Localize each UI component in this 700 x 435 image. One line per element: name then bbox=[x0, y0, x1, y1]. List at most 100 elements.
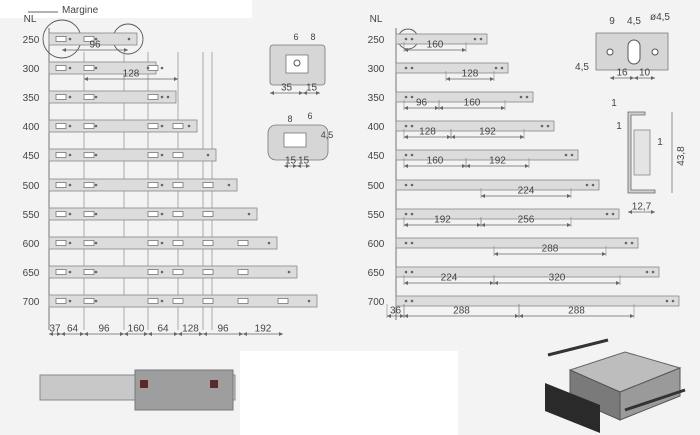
profile-dim-height: 43,8 bbox=[676, 146, 687, 166]
left-hole bbox=[160, 153, 164, 157]
right-hole bbox=[404, 124, 408, 128]
right-hole bbox=[410, 299, 414, 303]
left-hole bbox=[160, 241, 164, 245]
left-hole bbox=[94, 241, 98, 245]
hole-detail-dim-10-label: 10 bbox=[639, 68, 651, 79]
right-dim-9-0-label: 36 bbox=[390, 306, 402, 317]
left-end-hole bbox=[166, 95, 170, 99]
right-rail bbox=[395, 208, 620, 220]
hole-detail-dim: 4,5 bbox=[627, 16, 641, 27]
left-dim-bottom-0-arrows bbox=[49, 332, 61, 336]
left-slot bbox=[202, 298, 214, 304]
right-row-length: 550 bbox=[368, 210, 385, 221]
left-end-hole bbox=[227, 183, 231, 187]
left-slot bbox=[202, 269, 214, 275]
left-slot bbox=[147, 269, 159, 275]
left-dim-bottom-6-arrows bbox=[203, 332, 243, 336]
right-hole bbox=[404, 241, 408, 245]
left-dim-bottom-3-label: 160 bbox=[128, 324, 145, 335]
left-hole bbox=[160, 183, 164, 187]
left-slot bbox=[147, 152, 159, 158]
right-dim-3-1-label: 192 bbox=[479, 127, 496, 138]
left-slot bbox=[55, 211, 67, 217]
left-slot bbox=[237, 298, 249, 304]
right-end-hole bbox=[473, 37, 477, 41]
left-rail bbox=[48, 90, 177, 104]
right-dim-2-1-label: 160 bbox=[464, 98, 481, 109]
hole-detail-dim: 9 bbox=[609, 16, 615, 27]
left-nl-header: NL bbox=[24, 14, 37, 25]
drawer-photo-slide bbox=[624, 388, 686, 412]
right-hole bbox=[410, 270, 414, 274]
blank-panel bbox=[240, 351, 458, 435]
left-end-hole bbox=[247, 212, 251, 216]
left-dim-bottom-5-label: 128 bbox=[182, 324, 199, 335]
left-row-length: 350 bbox=[23, 93, 40, 104]
right-end-hole bbox=[645, 270, 649, 274]
profile-dim: 1 bbox=[611, 98, 617, 109]
left-hole bbox=[160, 299, 164, 303]
mid-top-dim: 6 bbox=[293, 32, 298, 42]
left-end-hole bbox=[287, 270, 291, 274]
left-slot bbox=[237, 240, 249, 246]
mid-top-dim-right-label: 15 bbox=[306, 83, 318, 94]
left-hole bbox=[94, 299, 98, 303]
left-slot bbox=[83, 152, 95, 158]
right-hole bbox=[404, 183, 408, 187]
right-dim-2-0-arrows bbox=[404, 106, 439, 110]
left-end-hole bbox=[146, 66, 150, 70]
left-hole bbox=[94, 270, 98, 274]
right-dim-8-0-label: 224 bbox=[441, 273, 458, 284]
left-slot bbox=[55, 182, 67, 188]
left-slot bbox=[55, 123, 67, 129]
left-hole bbox=[160, 270, 164, 274]
right-dim-4-1-label: 192 bbox=[489, 156, 506, 167]
profile-outer bbox=[627, 111, 656, 194]
mid-top-dim-left-arrows bbox=[270, 91, 303, 95]
left-slot bbox=[83, 123, 95, 129]
left-slot bbox=[202, 240, 214, 246]
left-row-length: 450 bbox=[23, 151, 40, 162]
right-end-hole bbox=[591, 183, 595, 187]
left-slot bbox=[55, 269, 67, 275]
left-hole bbox=[68, 37, 72, 41]
left-slot bbox=[172, 269, 184, 275]
right-dim-9-1-label: 288 bbox=[453, 306, 470, 317]
right-end-hole bbox=[525, 95, 529, 99]
left-hole bbox=[160, 66, 164, 70]
right-hole bbox=[404, 37, 408, 41]
right-end-hole bbox=[585, 183, 589, 187]
left-hole bbox=[94, 212, 98, 216]
right-rail bbox=[395, 120, 555, 132]
left-row-length: 650 bbox=[23, 268, 40, 279]
mid-top-dim-left-label: 35 bbox=[281, 83, 293, 94]
margine-label: Margine bbox=[62, 5, 99, 16]
right-hole bbox=[404, 299, 408, 303]
left-slot bbox=[172, 152, 184, 158]
mid-bottom-dim: 4,5 bbox=[321, 130, 334, 140]
left-dim-bottom-4-label: 64 bbox=[157, 324, 169, 335]
right-hole bbox=[404, 270, 408, 274]
left-hole bbox=[94, 124, 98, 128]
right-dim-4-0-label: 160 bbox=[427, 156, 444, 167]
right-dim-8-1-label: 320 bbox=[549, 273, 566, 284]
left-hole bbox=[94, 37, 98, 41]
left-row-length: 250 bbox=[23, 35, 40, 46]
left-slot bbox=[172, 211, 184, 217]
left-slot bbox=[83, 94, 95, 100]
right-end-hole bbox=[665, 299, 669, 303]
right-hole bbox=[410, 95, 414, 99]
mid-top-slot bbox=[285, 54, 309, 74]
right-nl-header: NL bbox=[370, 14, 383, 25]
right-rail bbox=[395, 149, 579, 161]
mid-bottom-dim: 8 bbox=[287, 114, 292, 124]
right-hole bbox=[404, 66, 408, 70]
mid-bottom-slot bbox=[283, 132, 307, 148]
left-slot bbox=[277, 298, 289, 304]
left-dim-bottom-7-arrows bbox=[243, 332, 283, 336]
right-rail bbox=[395, 237, 639, 249]
left-dim-row-label: 128 bbox=[123, 69, 140, 80]
right-hole bbox=[410, 37, 414, 41]
left-slot bbox=[83, 36, 95, 42]
